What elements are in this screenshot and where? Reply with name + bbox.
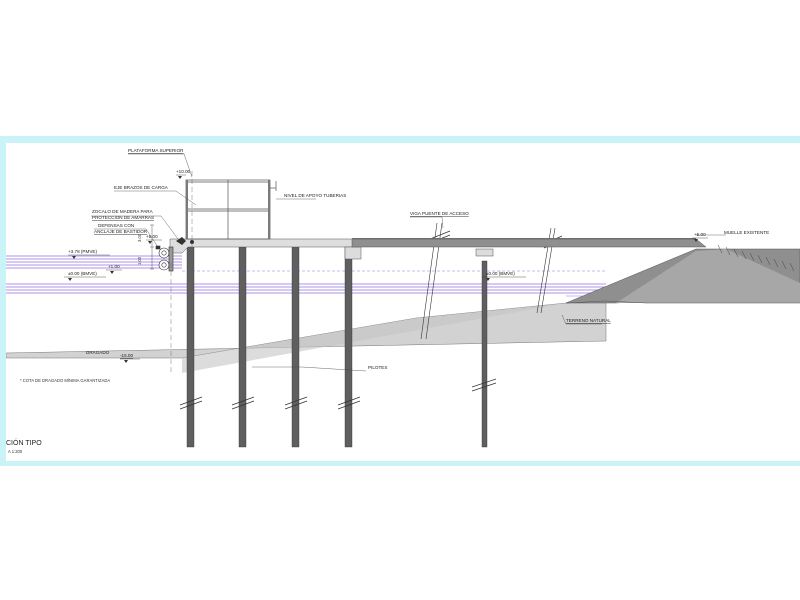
dimension-marks [150,224,154,270]
label-defensas-2: ANCLAJE DE BASTIDOR [94,229,148,234]
fender-lower [158,259,170,271]
label-nivel-apoyo: NIVEL DE APOYO TUBERIAS [284,193,346,198]
drawing-frame: PLATAFORMA SUPERIOR +10.00 EJE BRAZOS DE… [0,136,800,466]
pile-1 [186,246,195,448]
pile-4 [344,246,353,448]
platform-posts [186,180,270,239]
wharf-deck [169,238,359,254]
reference-lines [170,171,193,373]
label-zocalo-1: ZOCALO DE MADERA PARA [92,209,154,214]
pile-cap [344,246,362,260]
fender-upper [158,247,170,259]
label-elev-top: +10.00 [176,169,191,174]
label-elev-bmve-right: ±0.00 (BMVE) [486,271,515,276]
fender-assembly [155,237,194,272]
cross-section-diagram: PLATAFORMA SUPERIOR +10.00 EJE BRAZOS DE… [6,148,800,454]
label-terreno: TERRENO NATURAL [566,318,611,323]
elevation-underlines [64,174,708,360]
bridge-deck-top [352,238,696,240]
elevation-markers [68,176,698,363]
upper-platform [185,179,277,240]
pile-break-marks [179,378,497,410]
label-elev-bmve-left: ±0.00 (BMVE) [68,271,97,276]
label-elev-pmve: +3.78 (PMVE) [68,249,97,254]
drawing-sheet: PLATAFORMA SUPERIOR +10.00 EJE BRAZOS DE… [6,143,800,461]
water-upper-band [6,255,182,269]
leader-lines [91,153,726,372]
label-elev-dragado: -15.00 [120,353,133,358]
slope-hatch [717,244,795,272]
label-elev-mid: +1.00 [108,264,120,269]
seabed-lower [182,303,566,373]
existing-dock-fill [616,249,800,303]
pile-5 [481,260,488,448]
drawing-scale: A 1:200 [8,449,23,454]
pile-3 [291,246,300,448]
label-dim-2: 1.00 [137,256,142,265]
drawing-title: CIÓN TIPO [6,438,42,447]
label-muelle: MUELLE EXISTENTE [724,230,769,235]
pile-cap-right [475,248,494,257]
water-lower-band [6,283,606,294]
terrain-line [565,300,800,304]
label-dragado: DRAGADO [86,350,110,355]
label-dim-1: 3.00 [137,233,142,242]
label-nota: * COTA DE DRAGADO MÍNIMA GARANTIZADA [20,378,110,383]
label-eje-brazos: EJE BRAZOS DE CARGA [114,185,169,190]
access-bridge-beam [351,238,707,248]
label-viga: VIGA PUENTE DE ACCESO [410,211,469,216]
label-elev-deck: +5.00 [146,234,158,239]
label-defensas-1: DEFENSAS CON [98,223,134,228]
label-pilotes: PILOTES [368,365,387,370]
pile-group [186,246,488,448]
label-plataforma: PLATAFORMA SUPERIOR [128,148,184,153]
label-zocalo-2: PROTECCION DE AMARRAS [92,215,154,220]
pile-2 [238,246,247,448]
label-elev-muelle: +5.00 [694,232,706,237]
